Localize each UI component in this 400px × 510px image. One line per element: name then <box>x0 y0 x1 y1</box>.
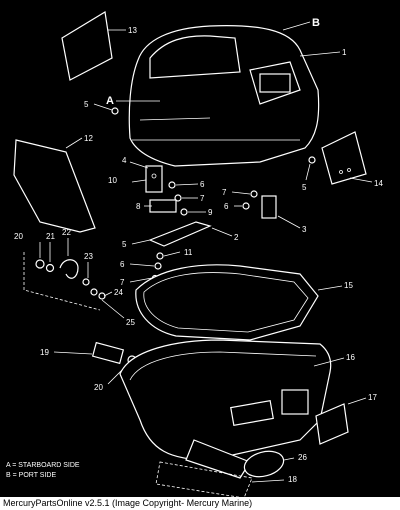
callout-15: 15 <box>344 281 353 290</box>
callout-6: 6 <box>200 180 205 189</box>
callout-19: 19 <box>40 348 49 357</box>
callout-18: 18 <box>288 475 297 484</box>
callout-6b: 6 <box>224 202 229 211</box>
callout-17: 17 <box>368 393 377 402</box>
view-label-a: A <box>106 95 114 107</box>
part-16-bottom-cowl <box>119 339 332 479</box>
legend-starboard: A = STARBOARD SIDE <box>6 462 80 469</box>
callout-25: 25 <box>126 318 135 327</box>
view-label-b: B <box>312 17 320 29</box>
callout-21: 21 <box>46 232 55 241</box>
callout-24: 24 <box>114 288 123 297</box>
callout-16: 16 <box>346 353 355 362</box>
exploded-parts-diagram: 13 1 5 12 4 10 6 7 8 9 7 6 5 14 3 2 20 2… <box>13 11 383 497</box>
callout-7: 7 <box>200 194 205 203</box>
callout-14: 14 <box>374 179 383 188</box>
callout-3: 3 <box>302 225 307 234</box>
part-17-decal <box>315 403 349 445</box>
callout-6c: 6 <box>120 260 125 269</box>
part-26-grommet <box>243 450 285 478</box>
callout-23: 23 <box>84 252 93 261</box>
part-1-top-cowl <box>128 25 320 167</box>
callout-8: 8 <box>136 202 141 211</box>
part-2-latch <box>148 221 212 247</box>
callout-11: 11 <box>184 248 193 257</box>
callout-9: 9 <box>208 208 213 217</box>
callout-20: 20 <box>14 232 23 241</box>
callout-2: 2 <box>234 233 239 242</box>
part-13-decal <box>61 11 113 81</box>
callout-5b: 5 <box>302 183 307 192</box>
part-15-seal <box>135 264 319 341</box>
legend-port: B = PORT SIDE <box>6 472 57 479</box>
callout-1: 1 <box>342 48 347 57</box>
callout-5: 5 <box>84 100 89 109</box>
copyright-footer: MercuryPartsOnline v2.5.1 (Image Copyrig… <box>0 497 400 510</box>
callout-7b: 7 <box>222 188 227 197</box>
callout-12: 12 <box>84 134 93 143</box>
callout-7c: 7 <box>120 278 125 287</box>
callout-10: 10 <box>108 176 117 185</box>
callout-26: 26 <box>298 453 307 462</box>
part-19-handle <box>91 341 125 365</box>
callout-5c: 5 <box>122 240 127 249</box>
part-18-gasket <box>155 461 253 497</box>
callout-22: 22 <box>62 228 71 237</box>
callout-13: 13 <box>128 26 137 35</box>
callout-20b: 20 <box>94 383 103 392</box>
part-12-decal <box>13 139 96 233</box>
callout-4: 4 <box>122 156 127 165</box>
part-14-decal <box>321 131 367 185</box>
